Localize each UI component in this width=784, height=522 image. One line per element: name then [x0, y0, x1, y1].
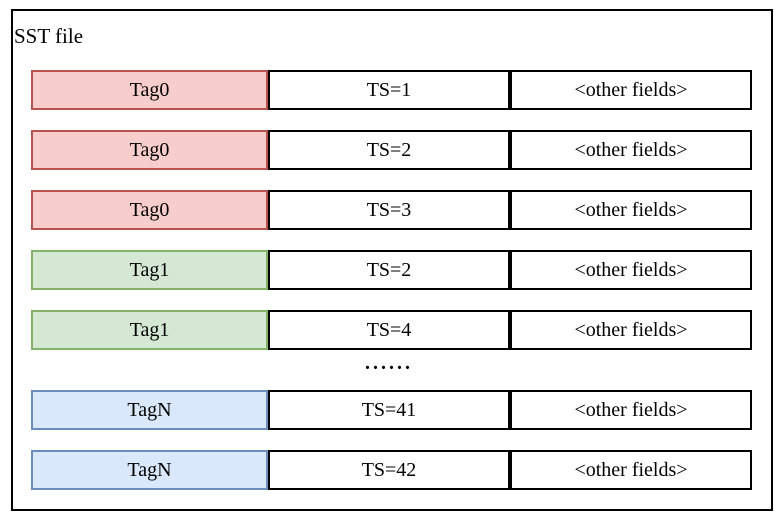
timestamp-label: TS=2: [366, 258, 412, 281]
timestamp-label: TS=2: [366, 138, 412, 161]
tag-cell: Tag1: [31, 310, 268, 350]
timestamp-label: TS=42: [361, 458, 417, 481]
timestamp-cell: TS=3: [268, 190, 510, 230]
tag-cell: Tag1: [31, 250, 268, 290]
record-row: TagN TS=42 <other fields>: [31, 450, 752, 490]
sst-file-box: SST file Tag0 TS=1 <other fields> Tag0 T…: [11, 9, 773, 511]
record-row: Tag0 TS=2 <other fields>: [31, 130, 752, 170]
other-fields-label: <other fields>: [574, 78, 688, 101]
timestamp-cell: TS=41: [268, 390, 510, 430]
other-fields-cell: <other fields>: [510, 250, 752, 290]
tag-cell: Tag0: [31, 190, 268, 230]
other-fields-cell: <other fields>: [510, 190, 752, 230]
tag-cell: TagN: [31, 450, 268, 490]
other-fields-cell: <other fields>: [510, 310, 752, 350]
tag-label: Tag0: [129, 138, 170, 161]
tag-label: TagN: [127, 398, 172, 421]
timestamp-label: TS=4: [366, 318, 412, 341]
record-row: TagN TS=41 <other fields>: [31, 390, 752, 430]
tag-label: Tag1: [129, 318, 170, 341]
tag-cell: TagN: [31, 390, 268, 430]
other-fields-label: <other fields>: [574, 258, 688, 281]
timestamp-cell: TS=1: [268, 70, 510, 110]
other-fields-label: <other fields>: [574, 398, 688, 421]
record-row: Tag0 TS=3 <other fields>: [31, 190, 752, 230]
tag-cell: Tag0: [31, 70, 268, 110]
timestamp-label: TS=41: [361, 398, 417, 421]
tag-label: Tag0: [129, 198, 170, 221]
record-row: Tag1 TS=4 <other fields>: [31, 310, 752, 350]
tag-label: TagN: [127, 458, 172, 481]
timestamp-label: TS=1: [366, 78, 412, 101]
record-row: Tag1 TS=2 <other fields>: [31, 250, 752, 290]
record-row: Tag0 TS=1 <other fields>: [31, 70, 752, 110]
timestamp-cell: TS=2: [268, 250, 510, 290]
other-fields-label: <other fields>: [574, 458, 688, 481]
ellipsis-label: ......: [365, 352, 413, 374]
timestamp-cell: TS=4: [268, 310, 510, 350]
other-fields-label: <other fields>: [574, 138, 688, 161]
tag-label: Tag0: [129, 78, 170, 101]
timestamp-cell: TS=2: [268, 130, 510, 170]
other-fields-cell: <other fields>: [510, 450, 752, 490]
tag-cell: Tag0: [31, 130, 268, 170]
other-fields-label: <other fields>: [574, 318, 688, 341]
other-fields-cell: <other fields>: [510, 70, 752, 110]
other-fields-cell: <other fields>: [510, 130, 752, 170]
tag-label: Tag1: [129, 258, 170, 281]
other-fields-cell: <other fields>: [510, 390, 752, 430]
timestamp-cell: TS=42: [268, 450, 510, 490]
other-fields-label: <other fields>: [574, 198, 688, 221]
timestamp-label: TS=3: [366, 198, 412, 221]
sst-file-title: SST file: [14, 24, 84, 48]
